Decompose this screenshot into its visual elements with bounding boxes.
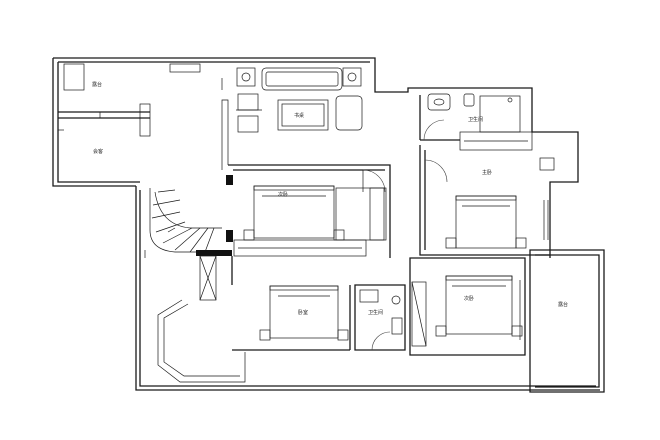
outer-walls [52,57,605,393]
room-label-terrace-top: 露台 [92,81,102,88]
room-labels: 露台 会客 书桌 次卧 卫生间 主卧 卧室 卫生间 次卧 露台 [92,81,568,316]
room-label-study-table: 书桌 [294,112,304,119]
room-label-terrace-right: 露台 [558,301,568,308]
top-hall-area [58,63,363,170]
staircase [144,188,232,301]
room-label-bedroom-c: 卧室 [298,309,308,316]
room-label-bedroom-b: 主卧 [482,169,492,176]
room-label-hall: 会客 [93,148,103,155]
bathroom-mid [354,284,406,351]
bedroom-a [226,164,391,258]
room-label-bath-mid: 卫生间 [368,309,383,316]
room-label-bedroom-a: 次卧 [278,191,288,198]
bedroom-c [157,256,351,383]
bedroom-d [409,257,526,356]
room-label-bedroom-d: 次卧 [464,295,474,302]
bedroom-b [419,131,555,256]
room-label-bath-top: 卫生间 [468,116,483,123]
